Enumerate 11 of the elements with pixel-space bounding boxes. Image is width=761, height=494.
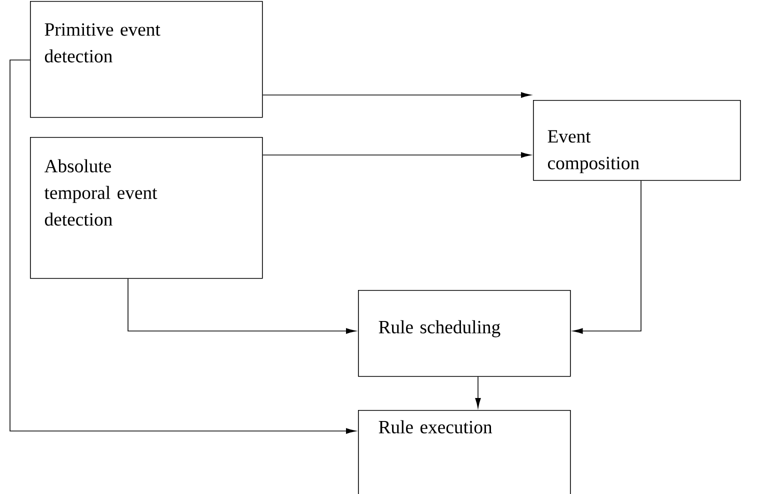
arrow [10,60,356,434]
process-box: Primitive event detection [30,1,263,118]
process-box: Event composition [533,100,741,181]
process-box: Rule execution [358,410,571,494]
process-box: Rule scheduling [358,290,571,377]
arrow [262,92,531,98]
arrow [128,278,356,334]
arrow [475,376,481,408]
arrow [262,152,531,158]
process-box: Absolute temporal event detection [30,137,263,279]
arrow [572,180,642,334]
